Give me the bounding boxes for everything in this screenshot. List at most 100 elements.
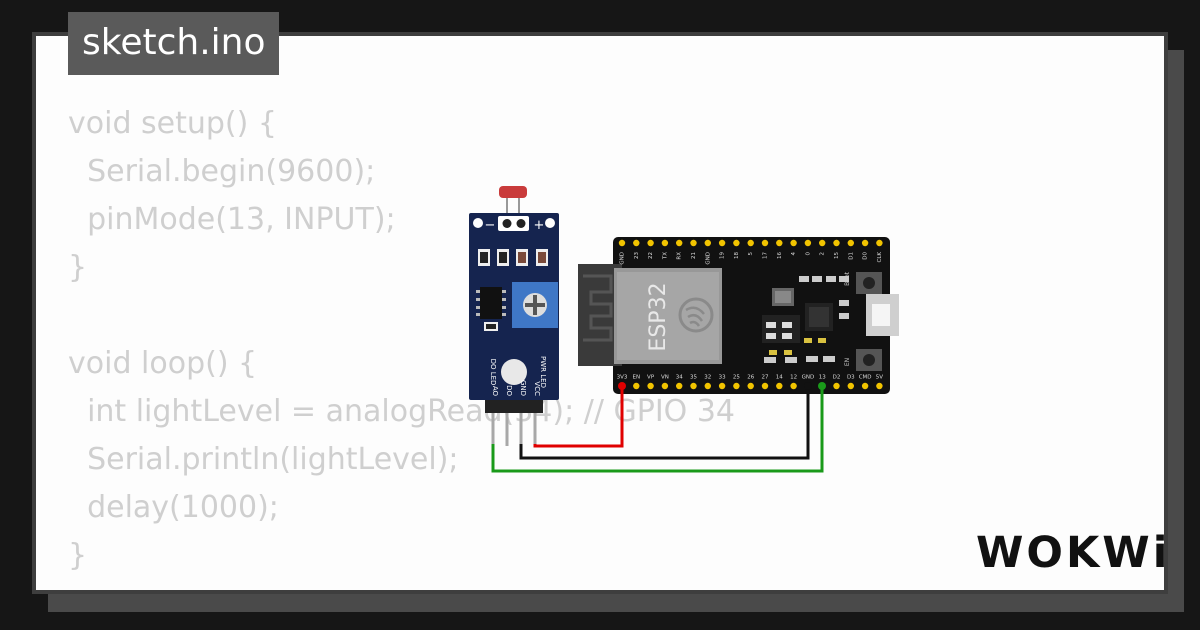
file-tab[interactable]: sketch.ino bbox=[68, 12, 280, 75]
pin-label: D0 bbox=[863, 251, 869, 259]
usb-port[interactable] bbox=[866, 294, 899, 336]
pin-label: RX bbox=[677, 252, 683, 260]
pin-label: 3V3 bbox=[617, 375, 628, 381]
code-line: } bbox=[68, 538, 88, 573]
header-pin[interactable] bbox=[704, 239, 711, 247]
pin-label: TX bbox=[662, 252, 668, 260]
header-pin[interactable] bbox=[633, 239, 640, 247]
header-pin[interactable] bbox=[876, 239, 883, 247]
top-header-pins bbox=[618, 239, 883, 247]
header-pin[interactable] bbox=[790, 239, 797, 247]
pin-label: CLK bbox=[877, 252, 883, 263]
header-pin[interactable] bbox=[718, 382, 726, 390]
header-pin[interactable] bbox=[876, 382, 883, 390]
code-line: void setup() { bbox=[68, 106, 277, 141]
header-pin[interactable] bbox=[718, 239, 726, 247]
header-pin[interactable] bbox=[747, 382, 754, 390]
boot-button[interactable]: Boot bbox=[844, 271, 882, 294]
pin-label: VP bbox=[647, 375, 655, 381]
pin-label: 5V bbox=[876, 375, 883, 381]
header-pin[interactable] bbox=[847, 239, 854, 247]
pin-label: 12 bbox=[790, 375, 797, 381]
pin-label: GND bbox=[620, 252, 626, 265]
header-pin[interactable] bbox=[761, 382, 769, 390]
header-pin[interactable] bbox=[819, 239, 826, 247]
potentiometer[interactable] bbox=[512, 282, 558, 328]
pwr-led-label: PWR LED bbox=[539, 356, 547, 388]
en-button[interactable]: EN bbox=[844, 349, 882, 371]
pin-label: 25 bbox=[733, 375, 740, 381]
header-pin[interactable] bbox=[747, 239, 754, 247]
pin-label: 16 bbox=[777, 252, 783, 259]
pin-label-ao: AO bbox=[491, 386, 499, 397]
pin-label: 35 bbox=[690, 375, 697, 381]
led-dome bbox=[501, 359, 527, 385]
smd-resistors bbox=[478, 249, 548, 266]
header-pin[interactable] bbox=[804, 239, 812, 247]
module-label: ESP32 bbox=[646, 282, 671, 351]
header-pin[interactable] bbox=[633, 382, 640, 390]
pin-label: EN bbox=[633, 375, 641, 381]
espressif-logo bbox=[678, 297, 714, 333]
header-pin[interactable] bbox=[761, 239, 769, 247]
header-pin[interactable] bbox=[647, 239, 654, 247]
pin-label-do: DO bbox=[505, 385, 513, 396]
header-pin[interactable] bbox=[833, 239, 840, 247]
wire-ao-to-13[interactable] bbox=[491, 386, 824, 473]
pin-label: 22 bbox=[648, 252, 654, 259]
wokwi-logo[interactable]: WOKWi bbox=[976, 528, 1171, 578]
pin-label: 33 bbox=[719, 375, 726, 381]
code-editor[interactable]: void setup() { Serial.begin(9600); pinMo… bbox=[68, 100, 735, 580]
pin-label: 0 bbox=[805, 252, 811, 256]
photoresistor-head bbox=[499, 186, 527, 198]
pin-label: 21 bbox=[691, 252, 697, 259]
header-pin[interactable] bbox=[861, 382, 869, 390]
en-label: EN bbox=[844, 358, 851, 366]
header-pin[interactable] bbox=[733, 239, 740, 247]
board-components bbox=[762, 276, 849, 363]
pin-label: GND bbox=[802, 375, 815, 381]
header-pin[interactable] bbox=[661, 239, 669, 247]
header-pin[interactable] bbox=[676, 382, 683, 390]
header-pin[interactable] bbox=[661, 382, 669, 390]
pin-label-vcc: VCC bbox=[533, 381, 541, 396]
header-pin[interactable] bbox=[647, 382, 654, 390]
pin-label: 32 bbox=[704, 375, 711, 381]
header-pin[interactable] bbox=[690, 239, 697, 247]
header-pin[interactable] bbox=[704, 382, 711, 390]
pin-label: 34 bbox=[676, 375, 683, 381]
code-line: delay(1000); bbox=[68, 490, 279, 525]
pin-label: 17 bbox=[763, 252, 769, 259]
pin-label: D2 bbox=[833, 375, 841, 381]
header-pin[interactable] bbox=[776, 239, 783, 247]
code-line: pinMode(13, INPUT); bbox=[68, 202, 396, 237]
code-line: Serial.begin(9600); bbox=[68, 154, 376, 189]
pin-label: D1 bbox=[848, 252, 854, 260]
header-pin[interactable] bbox=[733, 382, 740, 390]
header-pin[interactable] bbox=[676, 239, 683, 247]
header-pin[interactable] bbox=[690, 382, 697, 390]
code-line: } bbox=[68, 250, 88, 285]
header-pin[interactable] bbox=[776, 382, 783, 390]
code-line: void loop() { bbox=[68, 346, 258, 381]
header-pin[interactable] bbox=[618, 239, 626, 247]
header-pin[interactable] bbox=[847, 382, 854, 390]
boot-label: Boot bbox=[844, 271, 851, 285]
esp32-board[interactable]: ESP32 Boot EN bbox=[578, 237, 899, 394]
pin-label: VN bbox=[661, 375, 669, 381]
wire-vcc-to-3v3[interactable] bbox=[533, 386, 624, 448]
pin-label: 2 bbox=[820, 252, 826, 256]
header-pin[interactable] bbox=[790, 382, 797, 390]
pin-label: GND bbox=[705, 252, 711, 265]
pin-label: D3 bbox=[847, 375, 855, 381]
header-pin[interactable] bbox=[833, 382, 840, 390]
pin-label: 26 bbox=[747, 375, 754, 381]
wire-gnd-to-gnd[interactable] bbox=[519, 386, 810, 460]
header-pin[interactable] bbox=[861, 239, 869, 247]
pin-label: 13 bbox=[819, 375, 826, 381]
pin-label: 15 bbox=[834, 252, 840, 259]
pin-label: 18 bbox=[734, 252, 740, 259]
ldr-sensor-module[interactable]: − + DO LED PWR LED AO bbox=[469, 186, 559, 446]
